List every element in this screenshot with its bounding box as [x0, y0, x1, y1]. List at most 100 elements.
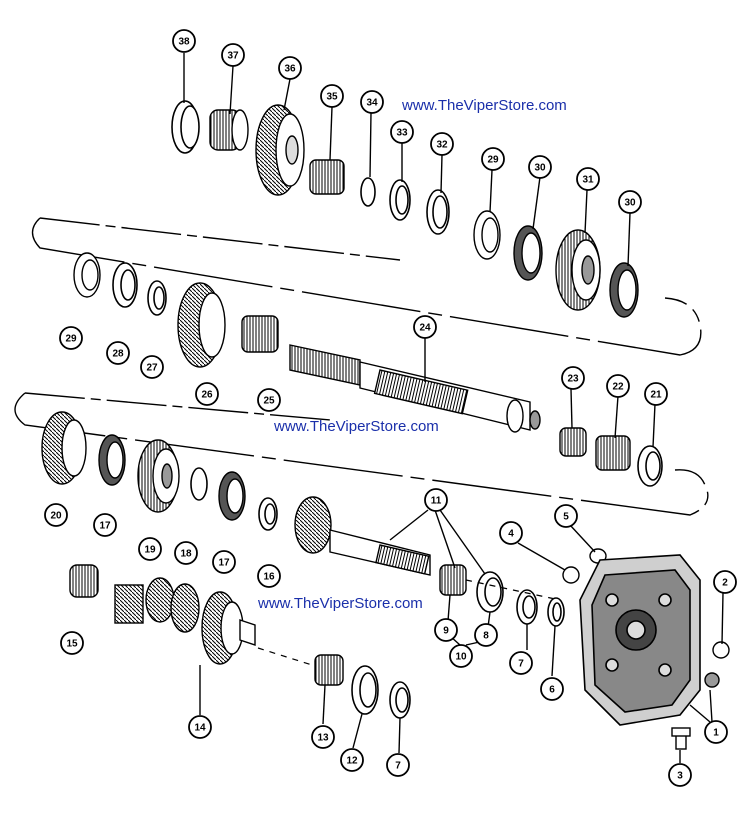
callout-29: 29 — [481, 147, 505, 171]
callout-label: 1 — [713, 728, 719, 739]
part-38-race — [171, 100, 200, 154]
callout-10: 10 — [449, 644, 473, 668]
callout-circle — [618, 190, 642, 214]
callout-label: 34 — [366, 98, 378, 109]
callout-circle — [60, 631, 84, 655]
callout-7: 7 — [509, 651, 533, 675]
part-31-synchro-hub — [555, 229, 601, 311]
part-29-synchro-ring-lower — [73, 252, 101, 298]
callout-label: 32 — [436, 140, 448, 151]
callout-2: 2 — [713, 570, 737, 594]
callout-circle — [499, 521, 523, 545]
lower-shaft-envelope — [14, 392, 709, 516]
callout-circle — [188, 715, 212, 739]
part-12-ring — [351, 665, 379, 715]
callout-label: 6 — [549, 685, 555, 696]
part-18-snap-ring — [190, 467, 208, 501]
callout-label: 21 — [650, 390, 662, 401]
callout-circle — [430, 132, 454, 156]
callout-28: 28 — [106, 341, 130, 365]
part-2-plug — [712, 641, 730, 659]
callout-12: 12 — [340, 748, 364, 772]
part-13-bearing — [314, 654, 344, 686]
callout-label: 4 — [508, 529, 514, 540]
upper-shaft-envelope — [31, 217, 702, 356]
callout-17: 17 — [212, 550, 236, 574]
callout-label: 33 — [396, 128, 408, 139]
part-35-needle-bearing — [309, 159, 345, 195]
callout-5: 5 — [554, 504, 578, 528]
watermark-middle: www.TheViperStore.com — [274, 418, 439, 435]
callout-circle — [172, 29, 196, 53]
callout-label: 2 — [722, 578, 728, 589]
part-17-ring-b — [218, 471, 246, 521]
callout-circle — [704, 720, 728, 744]
callout-9: 9 — [434, 618, 458, 642]
callout-circle — [606, 374, 630, 398]
callout-circle — [474, 623, 498, 647]
callout-circle — [257, 388, 281, 412]
part-8-ring — [476, 571, 504, 613]
callout-circle — [311, 725, 335, 749]
callout-circle — [413, 315, 437, 339]
callout-label: 5 — [563, 512, 569, 523]
part-23-bearing — [559, 427, 587, 457]
callout-21: 21 — [644, 382, 668, 406]
callout-circle — [257, 564, 281, 588]
callout-1: 1 — [704, 720, 728, 744]
part-16-ring — [258, 497, 278, 531]
part-14-countershaft — [114, 577, 256, 665]
callout-circle — [221, 43, 245, 67]
callout-circle — [320, 84, 344, 108]
callout-label: 7 — [395, 761, 401, 772]
callout-31: 31 — [576, 167, 600, 191]
callout-circle — [540, 677, 564, 701]
callout-label: 19 — [144, 545, 156, 556]
part-input-shaft — [294, 496, 431, 576]
callout-circle — [212, 550, 236, 574]
callout-label: 36 — [284, 64, 296, 75]
callout-circle — [195, 382, 219, 406]
callout-32: 32 — [430, 132, 454, 156]
callout-label: 38 — [178, 37, 190, 48]
part-34-snap-ring — [360, 177, 376, 207]
part-26-gear — [177, 282, 226, 368]
callout-label: 7 — [518, 659, 524, 670]
callout-circle — [140, 355, 164, 379]
callout-25: 25 — [257, 388, 281, 412]
callout-circle — [576, 167, 600, 191]
callouts: 3837363534333229303130292827262524232221… — [44, 29, 737, 787]
callout-circle — [481, 147, 505, 171]
callout-circle — [509, 651, 533, 675]
callout-circle — [434, 618, 458, 642]
callout-label: 15 — [66, 639, 78, 650]
callout-37: 37 — [221, 43, 245, 67]
callout-7: 7 — [386, 753, 410, 777]
callout-36: 36 — [278, 56, 302, 80]
part-30-blocker-ring-a — [513, 225, 543, 281]
part-21-ring — [637, 445, 663, 487]
part-20-gear — [41, 411, 87, 485]
dashed-axis-lines — [257, 579, 561, 666]
callout-30: 30 — [618, 190, 642, 214]
callout-label: 20 — [50, 511, 62, 522]
part-19-synchro-hub — [137, 439, 180, 513]
callout-circle — [554, 504, 578, 528]
callout-4: 4 — [499, 521, 523, 545]
watermark-bottom: www.TheViperStore.com — [258, 595, 423, 612]
callout-circle — [278, 56, 302, 80]
callout-label: 29 — [487, 155, 499, 166]
callout-circle — [93, 513, 117, 537]
callout-label: 14 — [194, 723, 206, 734]
callout-15: 15 — [60, 631, 84, 655]
part-17-ring-a — [98, 434, 126, 486]
callout-label: 18 — [180, 549, 192, 560]
callout-29: 29 — [59, 326, 83, 350]
callout-circle — [59, 326, 83, 350]
part-3-bolt — [671, 727, 691, 750]
callout-35: 35 — [320, 84, 344, 108]
callout-label: 9 — [443, 626, 449, 637]
callout-label: 10 — [455, 652, 467, 663]
callout-3: 3 — [668, 763, 692, 787]
